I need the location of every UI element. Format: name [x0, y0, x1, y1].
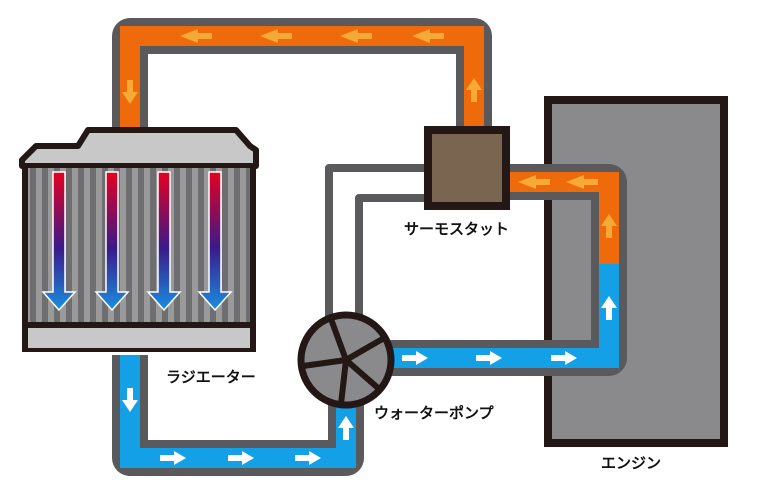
arrow-icon [566, 175, 598, 189]
arrow-icon [160, 451, 186, 465]
thermostat [424, 126, 510, 210]
water-pump [297, 311, 395, 409]
arrow-icon [476, 351, 502, 365]
arrow-icon [601, 214, 617, 238]
bypass-pipe [325, 164, 440, 330]
arrow-icon [228, 451, 254, 465]
arrow-icon [94, 171, 130, 312]
arrow-icon [466, 78, 482, 102]
thermostat-label: サーモスタット [404, 220, 510, 238]
water-pump-label: ウォーターポンプ [374, 404, 494, 422]
arrow-icon [601, 296, 617, 320]
arrow-icon [295, 451, 321, 465]
arrow-icon [338, 416, 354, 440]
arrow-icon [180, 29, 212, 43]
engine-block [544, 96, 728, 447]
arrow-icon [122, 80, 138, 104]
hot-pipe-top [112, 18, 492, 130]
cold-flow-arrows [122, 296, 617, 465]
impeller-icon [302, 317, 386, 405]
arrow-icon [197, 171, 233, 312]
radiator-flow-arrows [41, 171, 233, 312]
radiator-label: ラジエーター [166, 368, 256, 386]
arrow-icon [551, 351, 577, 365]
arrow-icon [146, 171, 182, 312]
arrow-icon [340, 29, 372, 43]
arrow-icon [402, 351, 428, 365]
arrow-icon [260, 29, 292, 43]
engine-label: エンジン [601, 454, 662, 472]
arrow-icon [518, 175, 550, 189]
hot-flow-arrows [122, 29, 617, 238]
arrow-icon [41, 171, 77, 312]
arrow-icon [122, 388, 138, 412]
arrow-icon [412, 29, 444, 43]
